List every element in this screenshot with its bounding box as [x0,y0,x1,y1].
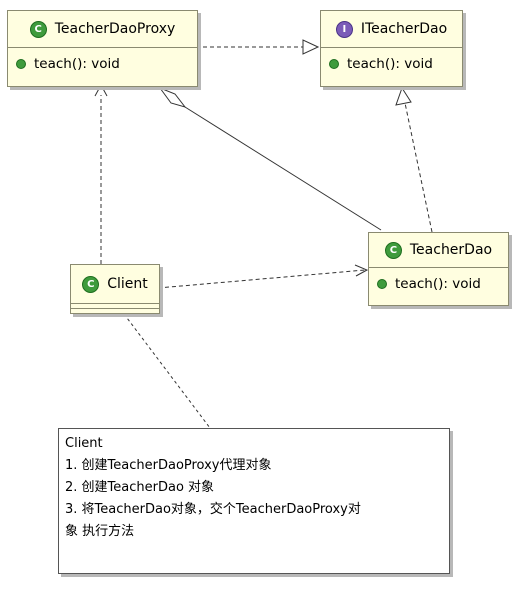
operation-row: teach(): void [321,48,462,80]
interface-iteacher-dao[interactable]: I ITeacherDao teach(): void [320,10,463,87]
operation-label: teach(): void [34,56,120,72]
class-name: TeacherDaoProxy [54,21,176,37]
class-header: I ITeacherDao [321,11,462,48]
operation-row: teach(): void [369,268,508,300]
operation-row: teach(): void [8,48,197,80]
operation-label: teach(): void [347,56,433,72]
interface-icon: I [335,20,353,38]
class-icon: C [384,241,402,259]
class-header: C TeacherDaoProxy [8,11,197,48]
class-teacher-dao[interactable]: C TeacherDao teach(): void [368,232,509,306]
teacherdao-realization-line [404,102,433,233]
class-header: C Client [71,265,159,304]
note-anchor-line [123,313,211,429]
note-line: 象 执行方法 [65,524,135,539]
dependency-arrowhead [354,264,369,277]
class-name: ITeacherDao [360,21,448,37]
aggregation-diamond [158,86,187,108]
note-line: Client [65,436,103,451]
public-method-icon [377,279,387,289]
class-icon: C [29,20,47,38]
class-client[interactable]: C Client [70,264,160,314]
realization-arrowhead [395,86,412,106]
class-header: C TeacherDao [369,233,508,268]
note-line: 1. 创建TeacherDaoProxy代理对象 [65,458,272,473]
realization-arrowhead [302,39,320,55]
class-teacher-dao-proxy[interactable]: C TeacherDaoProxy teach(): void [7,10,198,87]
class-icon: C [82,275,100,293]
public-method-icon [329,59,339,69]
client-note[interactable]: Client 1. 创建TeacherDaoProxy代理对象 2. 创建Tea… [58,428,450,574]
client-teacherdao-dependency [157,269,366,289]
operation-label: teach(): void [395,276,481,292]
aggregation-line [184,106,382,231]
note-line: 3. 将TeacherDao对象，交个TeacherDaoProxy对 [65,502,361,517]
compartment-divider [71,304,159,309]
public-method-icon [16,59,26,69]
class-name: TeacherDao [409,242,493,258]
note-line: 2. 创建TeacherDao 对象 [65,480,215,495]
class-name: Client [107,276,148,292]
